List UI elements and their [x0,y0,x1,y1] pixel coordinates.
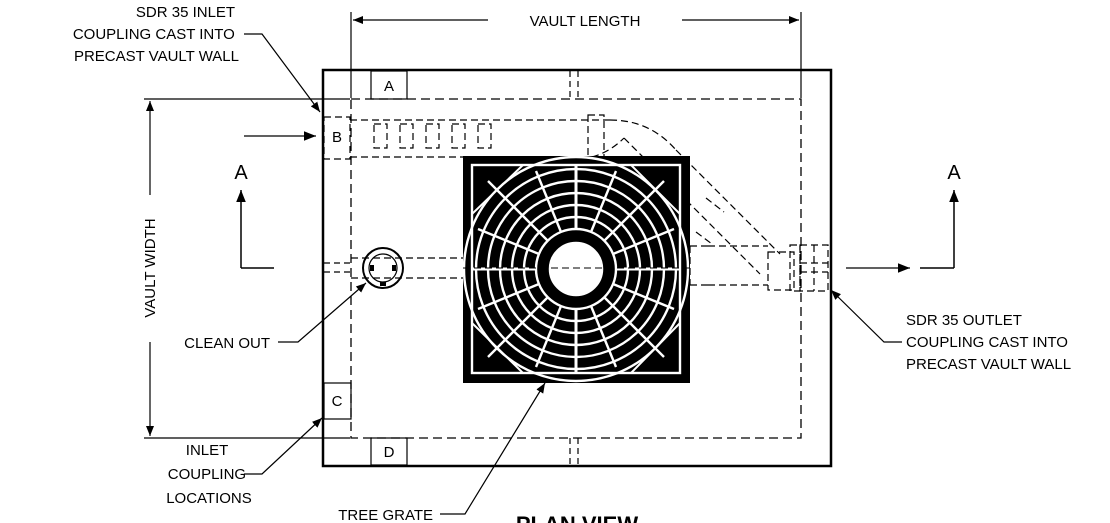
clean-out-icon [362,247,404,289]
vault-width-dimension [144,98,350,439]
coupling-box-c [323,382,352,420]
wall-joints [324,71,579,465]
coupling-box-a [370,70,408,100]
vault-length-label: VAULT LENGTH [530,13,641,30]
tree-grate-label: TREE GRATE [338,507,433,523]
coupling-box-d [370,437,408,466]
coupling-tag-b: B [332,129,342,146]
section-marker-left [236,190,274,269]
section-label-right: A [947,162,961,184]
coupling-tag-c: C [332,393,343,410]
vault-length-dimension [350,12,802,98]
coupling-tag-d: D [384,444,395,461]
clean-out-leader [278,282,367,343]
tree-grate-icon [462,155,690,383]
vault-outer-wall [321,68,833,468]
inlet-coupling-cast-label: SDR 35 INLET COUPLING CAST INTO PRECAST … [73,4,239,65]
section-marker-right [920,190,959,269]
vault-width-label: VAULT WIDTH [142,218,159,317]
drawing-title: PLAN VIEW [516,512,638,523]
inlet-coupling-locations-leader [244,417,323,475]
section-label-left: A [234,162,248,184]
cleanout-pipe [351,257,463,279]
outlet-coupling-leader [830,289,902,343]
clean-out-label: CLEAN OUT [184,335,270,352]
coupling-tag-a: A [384,78,394,95]
inlet-coupling-leader [244,33,321,113]
inlet-coupling-locations-label: INLET COUPLING LOCATIONS [166,442,252,507]
outlet-coupling-cast-label: SDR 35 OUTLET COUPLING CAST INTO PRECAST… [906,312,1072,373]
vault-inner-wall [350,98,802,439]
outlet-pipe [689,244,829,292]
tree-grate-leader [440,382,546,515]
